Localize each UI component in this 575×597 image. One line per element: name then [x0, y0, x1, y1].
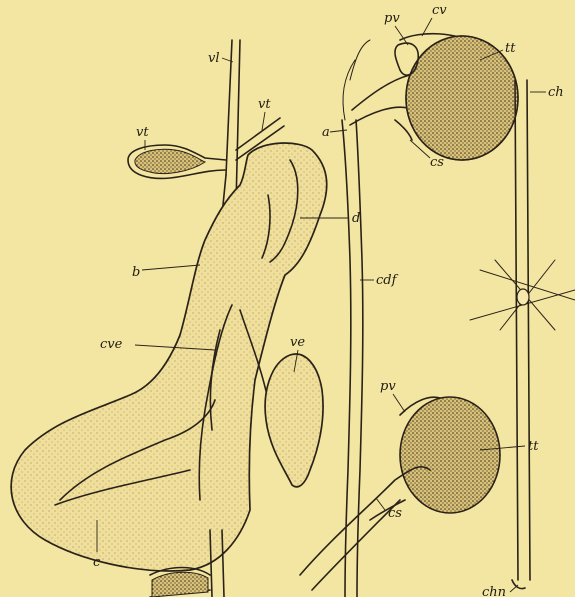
label-pv-top: pv — [384, 11, 400, 26]
label-vl: vl — [208, 51, 220, 66]
label-d: d — [352, 211, 360, 226]
label-c: c — [93, 555, 101, 570]
vesicle-ve — [265, 354, 323, 487]
label-tt-bottom: tt — [528, 439, 539, 454]
label-chn: chn — [482, 585, 506, 597]
label-cve: cve — [100, 337, 123, 352]
label-cs-bottom: cs — [388, 506, 402, 521]
testis-bottom — [300, 397, 500, 590]
vessel-ch — [470, 80, 575, 589]
label-vt-right: vt — [258, 97, 271, 112]
label-ve: ve — [290, 335, 305, 350]
label-a: a — [322, 125, 330, 140]
label-tt-top: tt — [505, 41, 516, 56]
label-cv: cv — [432, 3, 447, 18]
label-cs-top: cs — [430, 155, 444, 170]
label-b: b — [132, 265, 140, 280]
testis-top — [350, 34, 518, 160]
label-vt-left: vt — [136, 125, 149, 140]
label-cdf: cdf — [376, 273, 399, 288]
label-pv-bottom: pv — [380, 379, 396, 394]
label-ch-top: ch — [548, 85, 564, 100]
vesicle-b — [11, 143, 327, 571]
canal-cdf — [342, 40, 370, 597]
